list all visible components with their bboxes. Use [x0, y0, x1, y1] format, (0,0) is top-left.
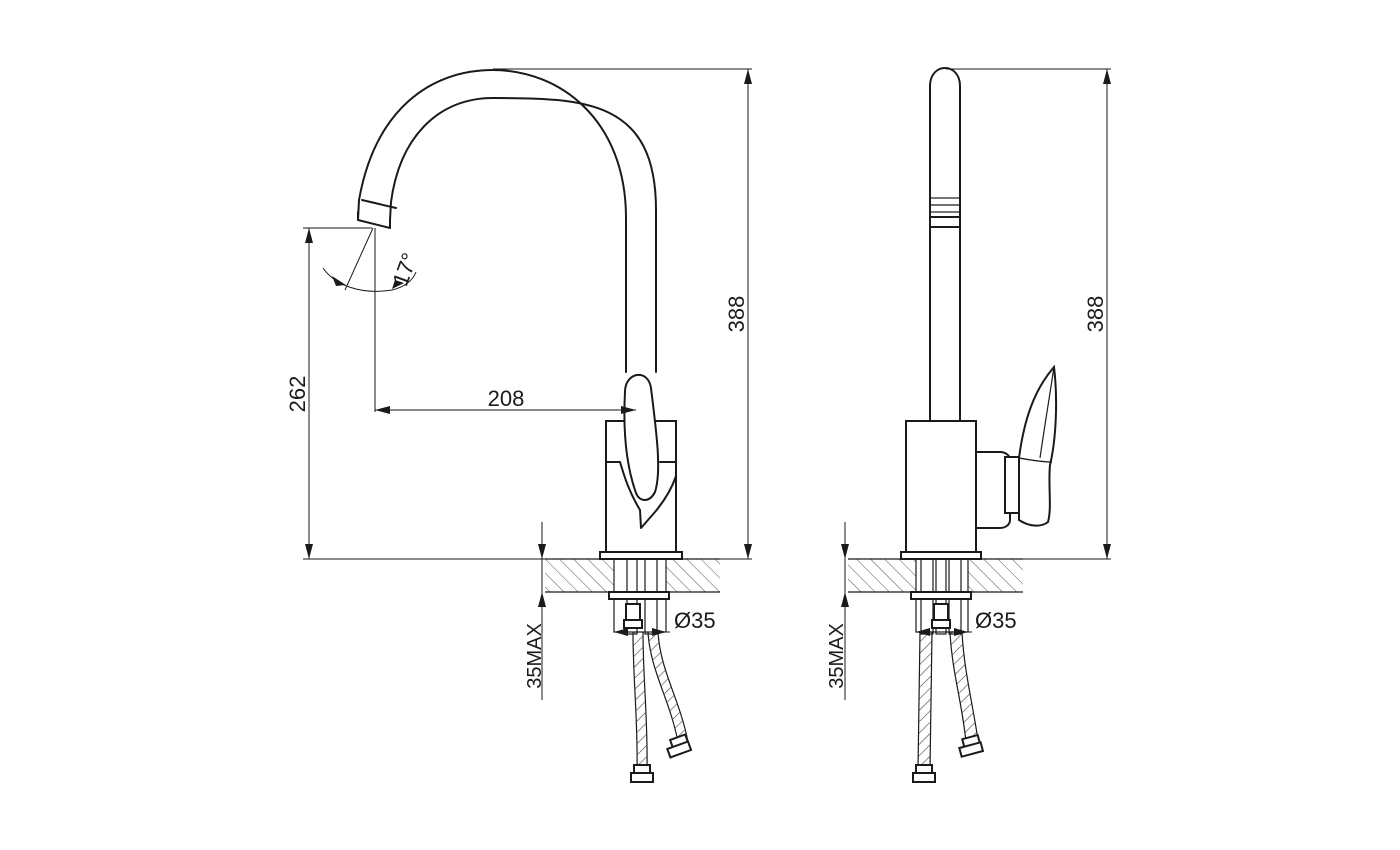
- front-dimension-spout-height: 262: [285, 227, 545, 560]
- side-max-thickness-label: 35MAX: [826, 623, 848, 689]
- front-countertop: [545, 558, 720, 593]
- front-dimension-total-height: 388: [493, 68, 752, 560]
- side-dimension-total-height: 388: [946, 68, 1111, 560]
- side-dimension-hole-diameter: Ø35: [916, 608, 1017, 636]
- front-dimension-max-thickness: 35MAX: [524, 522, 546, 700]
- front-spout: [357, 69, 657, 373]
- front-spout-reach-label: 208: [488, 386, 525, 411]
- front-max-thickness-label: 35MAX: [524, 623, 546, 689]
- front-body: [599, 374, 683, 560]
- front-view: 388 262 208 17°: [285, 68, 752, 783]
- front-spout-height-label: 262: [285, 376, 310, 413]
- side-body: [900, 364, 1058, 560]
- side-view: 388 35MAX Ø35: [826, 67, 1111, 783]
- front-dimension-hole-diameter: Ø35: [614, 608, 716, 636]
- front-dimension-spout-reach: 208: [374, 228, 636, 414]
- side-dimension-max-thickness: 35MAX: [826, 522, 849, 700]
- side-total-height-label: 388: [1083, 296, 1108, 333]
- front-dimension-spout-angle: 17°: [322, 227, 423, 292]
- side-spout: [929, 67, 961, 422]
- front-total-height-label: 388: [724, 296, 749, 333]
- front-spout-angle-label: 17°: [388, 250, 423, 290]
- front-hole-diameter-label: Ø35: [674, 608, 716, 633]
- front-mounting-assembly: [608, 558, 693, 783]
- side-hole-diameter-label: Ø35: [975, 608, 1017, 633]
